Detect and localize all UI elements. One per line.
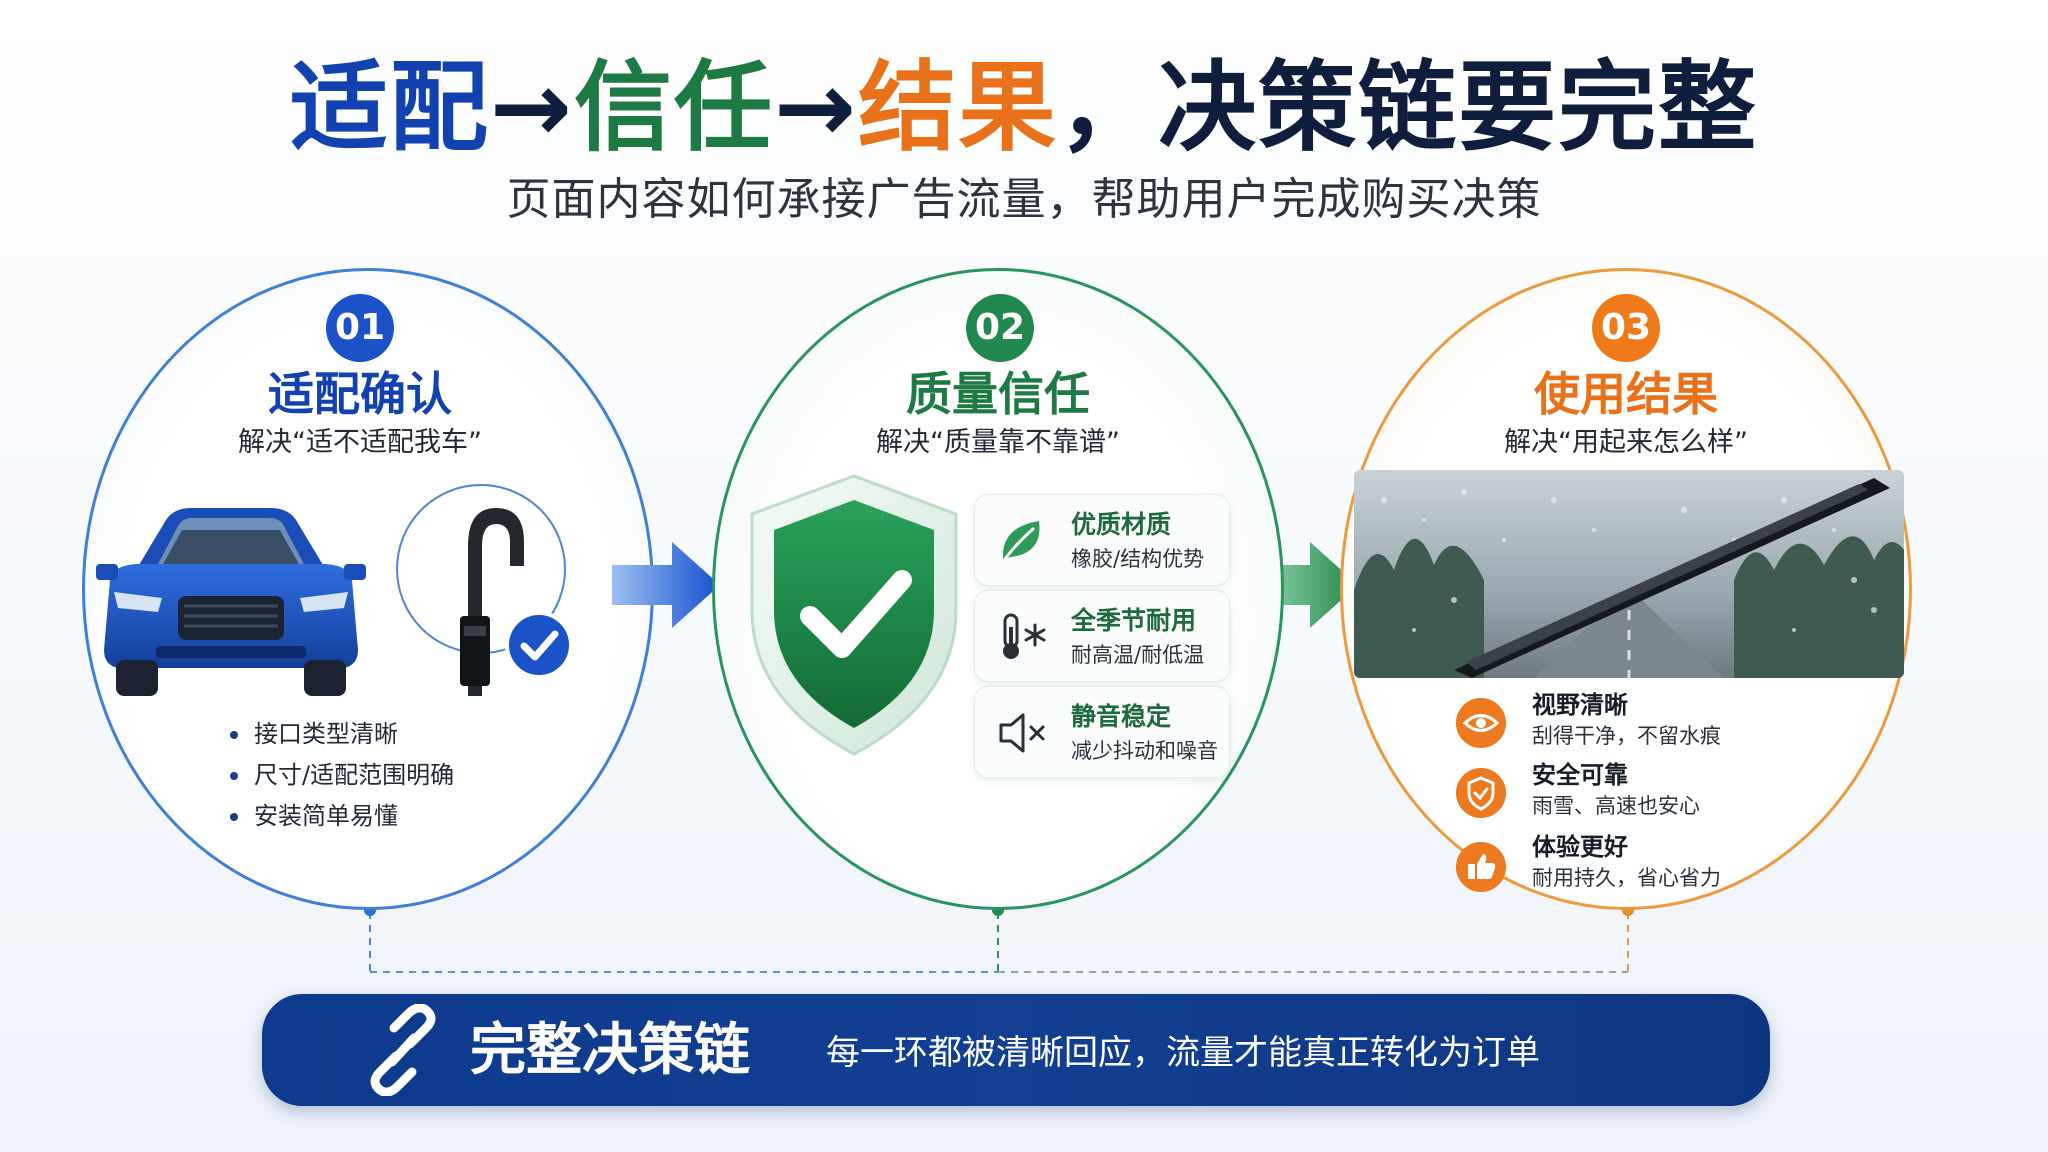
- result-desc: 刮得干净，不留水痕: [1532, 724, 1721, 748]
- feature-card: 全季节耐用 耐高温/耐低温: [974, 590, 1230, 682]
- dashed-connector: [364, 904, 1634, 973]
- step-number-badge: 01: [326, 294, 394, 362]
- step-subtitle: 解决“质量靠不靠谱”: [876, 427, 1120, 458]
- result-title: 体验更好: [1532, 833, 1628, 861]
- list-item: 接口类型清晰: [228, 714, 454, 755]
- title-tail: ，决策链要完整: [1058, 51, 1759, 165]
- title-result: 结果: [858, 51, 1059, 165]
- speaker-mute-icon: [999, 713, 1045, 753]
- decision-chain-banner: [262, 994, 1770, 1106]
- page-subtitle: 页面内容如何承接广告流量，帮助用户完成购买决策: [506, 174, 1542, 225]
- banner-title: 完整决策链: [470, 1018, 750, 1083]
- step-title: 使用结果: [1534, 367, 1718, 421]
- leaf-icon: [1002, 521, 1040, 561]
- title-adapt: 适配: [289, 51, 490, 165]
- thermometer-snowflake-icon: [1003, 613, 1046, 659]
- step-title: 质量信任: [906, 367, 1090, 421]
- chain-link-icon: [370, 1004, 436, 1096]
- rainy-windshield-wiper-image: [1354, 470, 1904, 678]
- feature-title: 全季节耐用: [1071, 606, 1197, 635]
- banner-text: 每一环都被清晰回应，流量才能真正转化为订单: [826, 1033, 1540, 1073]
- wiper-hook-icon: [460, 508, 524, 696]
- result-title: 视野清晰: [1532, 691, 1628, 719]
- title-arrow: →: [774, 51, 859, 165]
- step-number-badge: 02: [966, 294, 1034, 362]
- arrow-right-icon: [1250, 542, 1358, 628]
- feature-desc: 耐高温/耐低温: [1071, 643, 1205, 667]
- shield-check-icon: [750, 474, 958, 756]
- fit-bullet-list: 接口类型清晰 尺寸/适配范围明确 安装简单易懂: [228, 714, 454, 837]
- feature-card: 静音稳定 减少抖动和噪音: [974, 686, 1230, 778]
- feature-desc: 减少抖动和噪音: [1071, 739, 1218, 763]
- feature-card: 优质材质 橡胶/结构优势: [974, 494, 1230, 586]
- feature-title: 优质材质: [1071, 510, 1172, 539]
- thumbs-up-icon: [1456, 842, 1506, 892]
- feature-desc: 橡胶/结构优势: [1071, 547, 1205, 571]
- step-subtitle: 解决“用起来怎么样”: [1504, 427, 1748, 458]
- step-number-badge: 03: [1592, 294, 1660, 362]
- result-desc: 雨雪、高速也安心: [1532, 794, 1700, 818]
- check-circle-icon: [505, 611, 573, 679]
- list-item: 安装简单易懂: [228, 796, 454, 837]
- arrow-right-icon: [612, 542, 720, 628]
- shield-check-icon: [1456, 768, 1506, 818]
- car-icon: [96, 508, 366, 696]
- result-desc: 耐用持久，省心省力: [1532, 866, 1721, 890]
- title-arrow: →: [489, 51, 574, 165]
- title-trust: 信任: [573, 51, 774, 165]
- result-title: 安全可靠: [1532, 761, 1628, 789]
- eye-icon: [1456, 698, 1506, 748]
- page-title: 适配→信任→结果，决策链要完整: [0, 48, 2048, 168]
- step-subtitle: 解决“适不适配我车”: [238, 427, 482, 458]
- list-item: 尺寸/适配范围明确: [228, 755, 454, 796]
- step-title: 适配确认: [268, 367, 452, 421]
- feature-title: 静音稳定: [1071, 702, 1172, 731]
